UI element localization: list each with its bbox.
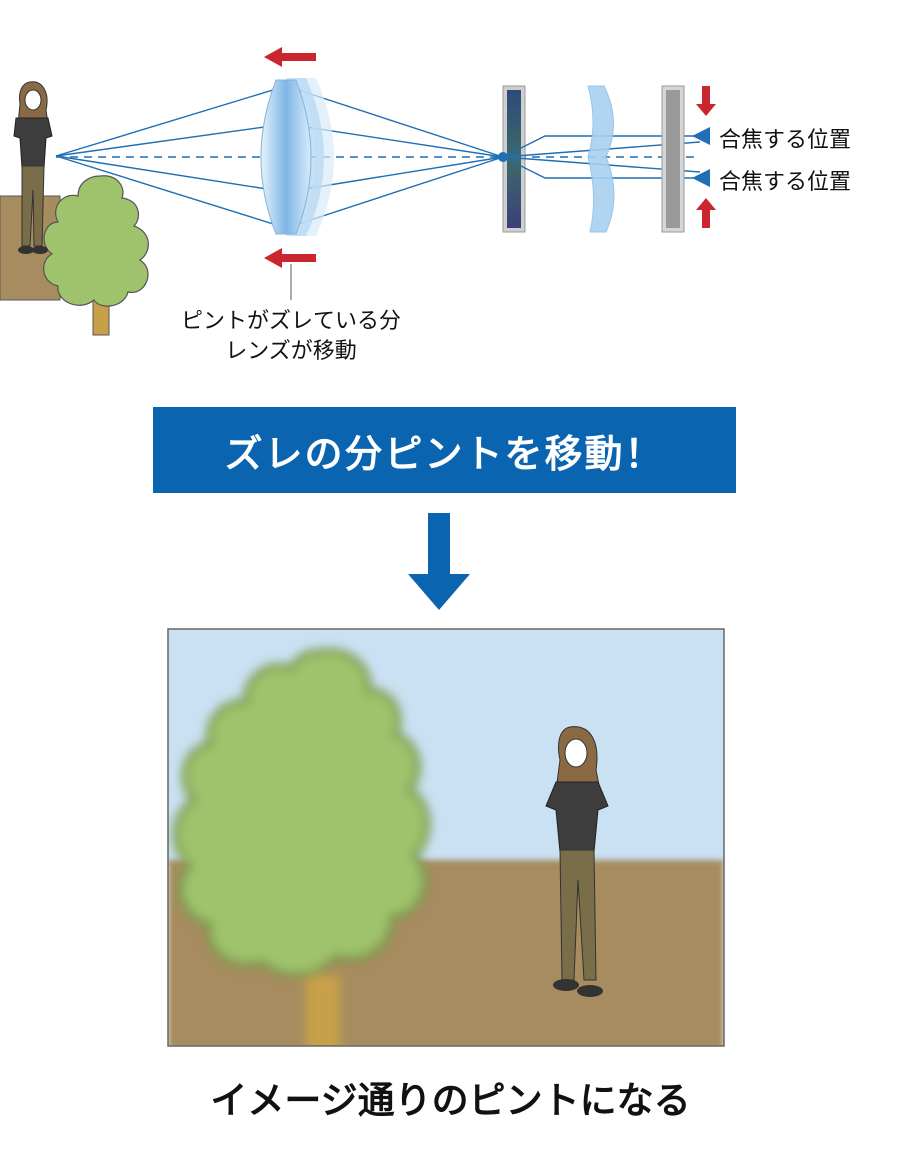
lens-move-arrows bbox=[264, 47, 316, 268]
action-banner-text: ズレの分ピントを移動！ bbox=[224, 431, 665, 476]
result-photo bbox=[168, 629, 724, 1046]
photo-frame bbox=[167, 628, 725, 1047]
separator-lens bbox=[587, 85, 615, 233]
down-arrow bbox=[408, 513, 470, 610]
small-tree bbox=[43, 175, 149, 336]
focus-position-label-upper: 合焦する位置 bbox=[719, 128, 852, 153]
focus-lens bbox=[260, 78, 334, 236]
focus-markers bbox=[692, 127, 710, 187]
lens-move-caption: ピントがズレている分 レンズが移動 bbox=[160, 307, 422, 367]
small-person bbox=[13, 81, 53, 254]
focus-shift-arrows bbox=[696, 86, 716, 228]
lens-move-caption-line1: ピントがズレている分 bbox=[180, 309, 401, 334]
action-banner: ズレの分ピントを移動！ bbox=[153, 407, 736, 493]
image-sensor bbox=[502, 85, 526, 233]
af-sensor bbox=[661, 85, 685, 233]
result-person bbox=[545, 726, 609, 997]
focus-position-label-lower: 合焦する位置 bbox=[719, 170, 852, 195]
lens-move-caption-line2: レンズが移動 bbox=[225, 339, 357, 364]
result-caption: イメージ通りのピントになる bbox=[210, 1079, 691, 1122]
